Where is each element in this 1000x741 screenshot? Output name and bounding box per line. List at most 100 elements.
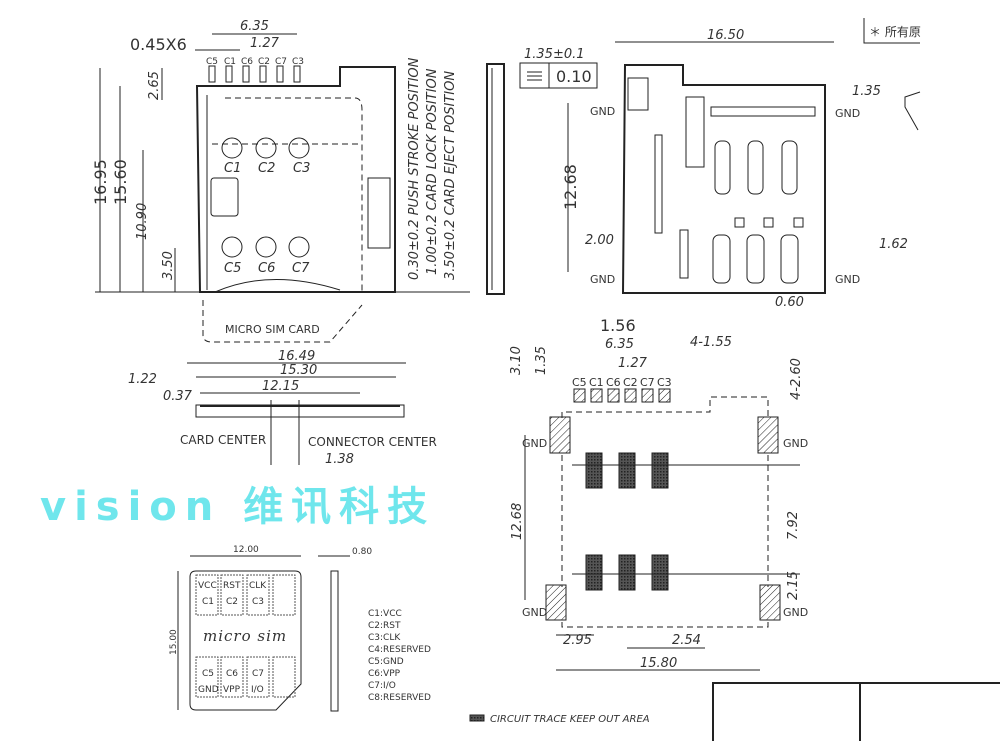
sim-pad-label: C6: [226, 669, 238, 679]
sim-pad-label: I/O: [251, 685, 264, 695]
dim-10-90: 10.90: [135, 203, 150, 240]
dim-3-50: 3.50: [161, 251, 176, 280]
legend-item: C2:RST: [368, 621, 401, 631]
dim-0-45x6: 0.45X6: [130, 35, 187, 54]
dim-6-35: 6.35: [605, 337, 634, 352]
micro-sim-card-label: MICRO SIM CARD: [225, 323, 320, 336]
dim-4-2-60: 4-2.60: [789, 358, 804, 400]
bottom-connector-view: 16.50 12.68 2.00 1.62 0.60 1.35 GND GND …: [561, 18, 921, 310]
contact-label: C3: [293, 161, 310, 176]
legend-item: C6:VPP: [368, 669, 401, 679]
dim-2-54: 2.54: [672, 633, 701, 648]
top-view: C5 C1 C6 C2 C7 C3 C1 C2 C3 C5 C6 C7 16.9…: [91, 19, 470, 343]
dim-6-35: 6.35: [240, 19, 269, 34]
contacts: [221, 137, 310, 258]
push-stroke-position: 0.30±0.2 PUSH STROKE POSITION: [407, 57, 422, 280]
gnd-label: GND: [522, 606, 547, 619]
pad-label: C3: [657, 376, 672, 389]
micro-sim-drawing: VCC C1 RST C2 CLK C3 C5 GND C6 VPP C7 I/…: [169, 545, 431, 712]
front-view: 16.49 15.30 12.15 1.22 0.37 CARD CENTER …: [128, 349, 437, 467]
pin-label: C6: [241, 57, 253, 67]
sim-pad-label: C2: [226, 597, 238, 607]
pcb-footprint: C5 C1 C6 C2 C7 C3 1.56 6.35 1.27 4-1.55 …: [469, 316, 1000, 741]
dim-12-68: 12.68: [510, 503, 525, 540]
dim-15-00: 15.00: [169, 629, 179, 655]
pin-label: C2: [258, 57, 270, 67]
card-center-label: CARD CENTER: [180, 433, 266, 447]
pad-label: C7: [640, 376, 655, 389]
gnd-label: GND: [522, 437, 547, 450]
dim-2-00: 2.00: [585, 233, 614, 248]
pin-label: C3: [292, 57, 304, 67]
dim-4-1-55: 4-1.55: [690, 335, 732, 350]
sim-pad-label: C1: [202, 597, 214, 607]
dim-1-56: 1.56: [600, 316, 636, 335]
contact-label: C6: [258, 261, 275, 276]
spring-contacts: [712, 140, 799, 284]
pad-label: C2: [623, 376, 638, 389]
legend-item: C4:RESERVED: [368, 645, 431, 655]
signal-pads: [573, 388, 671, 403]
dim-1-27: 1.27: [618, 356, 648, 371]
dim-15-30: 15.30: [280, 363, 317, 378]
legend-item: C5:GND: [368, 657, 404, 667]
dim-7-92: 7.92: [786, 511, 801, 540]
dim-12-00: 12.00: [233, 545, 259, 555]
dim-12-68: 12.68: [561, 164, 580, 210]
gnd-pads: [545, 416, 781, 621]
dim-2-65: 2.65: [147, 71, 162, 100]
legend-item: C7:I/O: [368, 681, 396, 691]
keep-out-legend: CIRCUIT TRACE KEEP OUT AREA: [490, 714, 650, 725]
gnd-label: GND: [590, 273, 615, 286]
gnd-label: GND: [783, 606, 808, 619]
dim-16-95: 16.95: [91, 159, 110, 205]
sim-pad-label: CLK: [249, 581, 267, 591]
dim-1-38: 1.38: [325, 452, 354, 467]
dim-16-49: 16.49: [278, 349, 315, 364]
pin-legend: C1:VCC C2:RST C3:CLK C4:RESERVED C5:GND …: [368, 609, 431, 703]
sim-pad-label: RST: [223, 581, 241, 591]
dim-2-95: 2.95: [563, 633, 592, 648]
gnd-label: GND: [835, 107, 860, 120]
sim-pad-label: GND: [198, 685, 219, 695]
dim-1-35: 1.35: [534, 346, 549, 375]
dim-15-60: 15.60: [111, 159, 130, 205]
sim-pad-label: VCC: [198, 581, 217, 591]
flatness-tolerance: 0.10: [556, 67, 592, 86]
side-view: 1.35±0.1 0.10: [486, 47, 598, 295]
gnd-label: GND: [835, 273, 860, 286]
sim-pad-label: C3: [252, 597, 264, 607]
connector-center-label: CONNECTOR CENTER: [308, 435, 437, 449]
contact-label: C1: [224, 161, 241, 176]
keep-out-areas: [585, 452, 669, 591]
contact-label: C7: [292, 261, 310, 276]
dim-0-37: 0.37: [163, 389, 193, 404]
sim-pad-label: VPP: [223, 685, 241, 695]
dim-1-35-thickness: 1.35±0.1: [524, 47, 585, 62]
dim-1-22: 1.22: [128, 372, 157, 387]
card-eject-position: 3.50±0.2 CARD EJECT POSITION: [443, 71, 458, 280]
contact-label: C2: [258, 161, 275, 176]
pad-label: C1: [589, 376, 604, 389]
sim-pad-label: C7: [252, 669, 264, 679]
note-text: ＊ 所有原: [869, 25, 921, 39]
sim-pad-label: C5: [202, 669, 214, 679]
dim-3-10: 3.10: [509, 346, 524, 375]
pin-label: C5: [206, 57, 218, 67]
gnd-label: GND: [590, 105, 615, 118]
gnd-label: GND: [783, 437, 808, 450]
contact-label: C5: [224, 261, 241, 276]
dim-15-80: 15.80: [640, 656, 677, 671]
dim-0-80: 0.80: [352, 547, 372, 557]
pad-label: C5: [572, 376, 587, 389]
pin-label: C7: [275, 57, 287, 67]
dim-12-15: 12.15: [262, 379, 299, 394]
top-pins: [208, 65, 301, 83]
pad-label: C6: [606, 376, 621, 389]
dim-1-35: 1.35: [852, 84, 881, 99]
legend-item: C3:CLK: [368, 633, 401, 643]
dim-1-27: 1.27: [250, 36, 280, 51]
card-lock-position: 1.00±0.2 CARD LOCK POSITION: [425, 68, 440, 275]
watermark: vision 维讯科技: [40, 484, 435, 530]
